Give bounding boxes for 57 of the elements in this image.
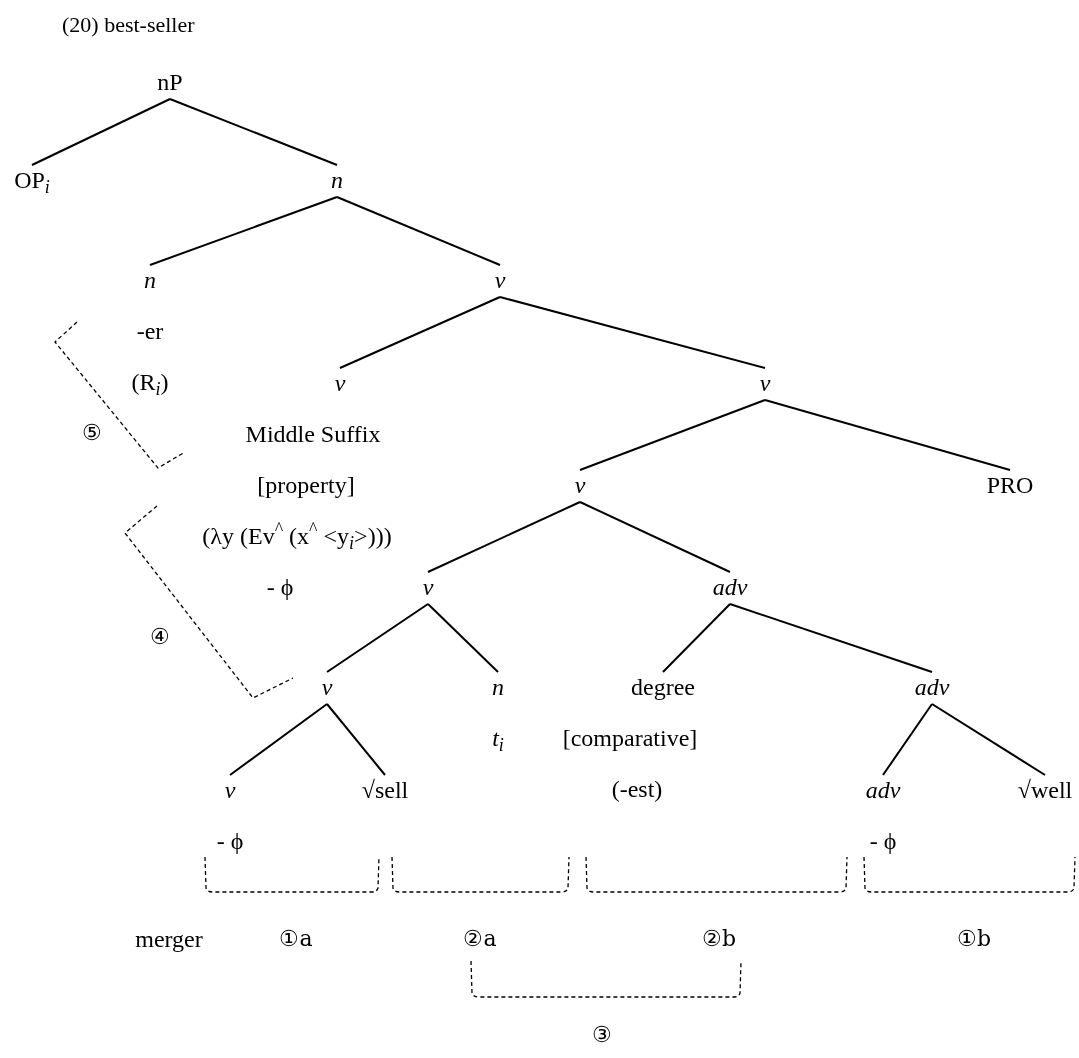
tree-branch bbox=[579, 399, 766, 471]
tree-node-label: n bbox=[331, 166, 343, 195]
tree-branch bbox=[326, 703, 386, 776]
tree-branch bbox=[579, 501, 731, 573]
step-number: ①a bbox=[279, 925, 313, 953]
feature-text: - ϕ bbox=[216, 827, 244, 856]
tree-branch bbox=[499, 296, 766, 369]
feature-text: -er bbox=[136, 317, 164, 346]
tree-branch bbox=[169, 98, 338, 166]
tree-node-label: √sell bbox=[361, 776, 409, 805]
step-number: ④ bbox=[150, 623, 170, 651]
tree-node-label: PRO bbox=[986, 471, 1034, 500]
step-number: ③ bbox=[592, 1021, 612, 1049]
tree-branch bbox=[229, 703, 328, 776]
example-title: (20) best-seller bbox=[62, 11, 195, 39]
tree-node-label: v bbox=[759, 369, 771, 398]
tree-node-label: n bbox=[492, 673, 504, 702]
tree-node-label: adv bbox=[914, 673, 950, 702]
feature-text: (λy (Ev$^{^}$ (x$^{^}$ <y$_{i}$>))) bbox=[202, 520, 392, 552]
feature-text: (R$_{i}$) bbox=[131, 368, 169, 398]
tree-branch bbox=[427, 603, 499, 673]
feature-text: [property] bbox=[257, 471, 355, 500]
tree-branch bbox=[764, 399, 1011, 471]
tree-node-label: √well bbox=[1017, 776, 1073, 805]
tree-node-label: v bbox=[494, 266, 506, 295]
tree-node-label: v bbox=[574, 471, 586, 500]
tree-node-label: nP bbox=[157, 68, 183, 97]
feature-text: - ϕ bbox=[869, 827, 897, 856]
tree-branch bbox=[336, 196, 501, 266]
tree-branch bbox=[427, 501, 581, 573]
row-label: merger bbox=[135, 925, 203, 954]
tree-branch bbox=[729, 603, 933, 673]
feature-text: (-est) bbox=[611, 775, 663, 804]
tree-node-label: n bbox=[144, 266, 156, 295]
step-number: ①b bbox=[956, 925, 992, 953]
tree-node-label: degree bbox=[631, 673, 695, 702]
step-number: ②b bbox=[701, 925, 737, 953]
tree-branch bbox=[339, 296, 501, 369]
tree-node-label: v bbox=[224, 776, 236, 805]
tree-node-label: v bbox=[334, 369, 346, 398]
tree-branch bbox=[882, 703, 933, 776]
tree-branch bbox=[149, 196, 338, 266]
feature-text: Middle Suffix bbox=[245, 420, 381, 449]
feature-text: t$_{i}$ bbox=[492, 724, 504, 754]
tree-node-label: v bbox=[422, 573, 434, 602]
tree-branch bbox=[662, 603, 731, 673]
step-number: ②a bbox=[463, 925, 497, 953]
step-number: ⑤ bbox=[82, 419, 102, 447]
tree-node-label: v bbox=[321, 673, 333, 702]
feature-text: [comparative] bbox=[562, 724, 698, 753]
tree-branch bbox=[326, 603, 429, 673]
feature-text: - ϕ bbox=[266, 573, 294, 602]
tree-branch bbox=[931, 703, 1046, 776]
tree-node-label: adv bbox=[712, 573, 748, 602]
tree-node-label: OP$_{i}$ bbox=[14, 166, 50, 196]
tree-branch bbox=[31, 98, 171, 166]
tree-node-label: adv bbox=[865, 776, 901, 805]
